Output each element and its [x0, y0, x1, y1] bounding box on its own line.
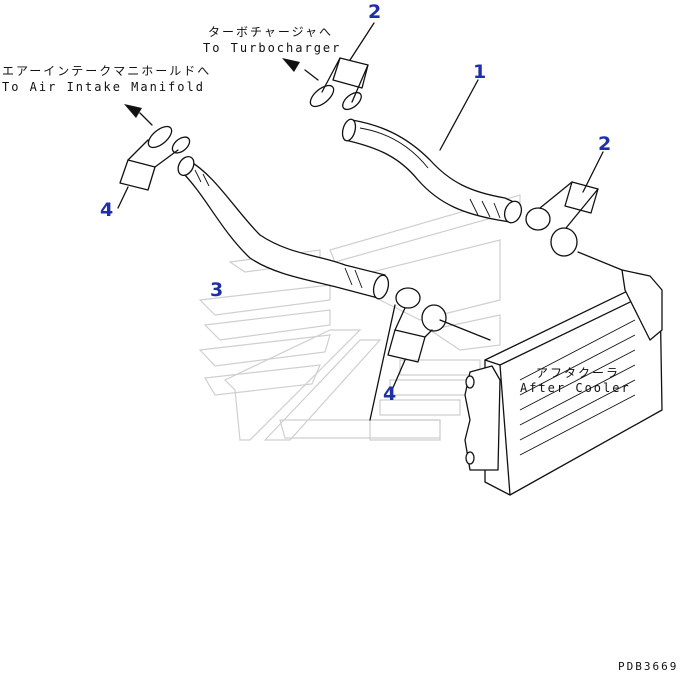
hose-1: [341, 118, 523, 224]
turbo-label-en: To Turbocharger: [203, 41, 342, 55]
intake-label-en: To Air Intake Manifold: [2, 80, 205, 94]
callout-2-top: 2: [368, 1, 382, 23]
callout-4-left: 4: [100, 199, 114, 221]
clamp-4-bottom: [387, 287, 447, 363]
callout-4-bottom: 4: [383, 383, 397, 405]
drawing-code: PDB3669: [618, 660, 679, 673]
callout-2-right: 2: [598, 133, 612, 155]
clamp-2-right: [525, 181, 599, 257]
hose-3: [177, 156, 390, 300]
after-cooler: [464, 269, 663, 496]
intake-label-jp: エアーインテークマニホールドへ: [2, 64, 212, 78]
callout-3: 3: [210, 279, 224, 301]
callout-1: 1: [473, 61, 487, 83]
clamp-4-left: [119, 125, 191, 191]
clamp-2-top: [309, 57, 369, 111]
cooler-label-jp: アフタクーラ: [536, 366, 621, 380]
cooler-label-en: After Cooler: [520, 381, 631, 395]
leader-lines: [117, 22, 623, 421]
turbo-label-jp: ターボチャージャへ: [208, 25, 334, 39]
